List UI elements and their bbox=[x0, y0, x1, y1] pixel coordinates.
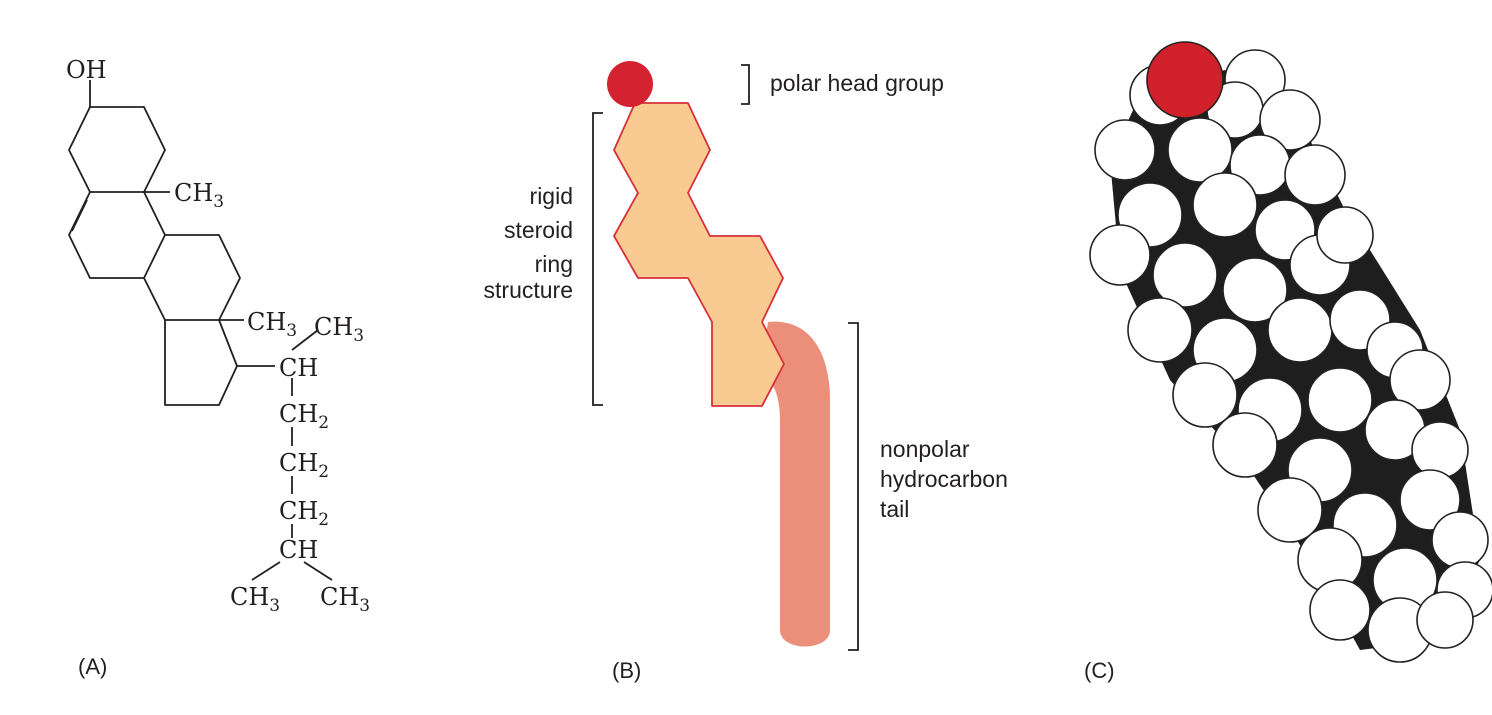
ch2-label-1: CH2 bbox=[279, 400, 329, 433]
hydrogen-atom bbox=[1431, 511, 1489, 569]
hydrogen-atom bbox=[1222, 257, 1288, 323]
ring-label-line-2: steroid bbox=[504, 217, 573, 243]
branch-bond-left bbox=[251, 561, 281, 581]
hydrogen-atom bbox=[1094, 119, 1156, 181]
hydrogen-atom bbox=[1267, 297, 1333, 363]
oxygen-atom bbox=[1146, 41, 1224, 119]
panel-b-label: (B) bbox=[612, 658, 641, 683]
polar-head-bracket bbox=[741, 64, 750, 105]
ch-label-2: CH bbox=[279, 536, 318, 564]
ring-label-line-1: rigid bbox=[530, 183, 573, 209]
angular-methyl-label: CH3 bbox=[247, 308, 297, 341]
ring-b bbox=[68, 191, 166, 279]
hydrogen-atom bbox=[1309, 579, 1371, 641]
hydrogen-atom bbox=[1152, 242, 1218, 308]
ch3-bottom-right-label: CH3 bbox=[320, 583, 370, 616]
ch2-label-3: CH2 bbox=[279, 497, 329, 530]
hydrogen-atom bbox=[1411, 421, 1469, 479]
hydrogen-atom bbox=[1284, 144, 1346, 206]
hydrogen-atom bbox=[1257, 477, 1323, 543]
hydrogen-atom bbox=[1192, 172, 1258, 238]
hydrogen-atom bbox=[1127, 297, 1193, 363]
hydrogen-atom bbox=[1089, 224, 1151, 286]
panel-c-label: (C) bbox=[1084, 658, 1115, 683]
double-bond bbox=[71, 199, 88, 232]
hydrogen-atom bbox=[1167, 117, 1233, 183]
branch-bond-right bbox=[303, 561, 333, 581]
panel-a-label: (A) bbox=[78, 654, 107, 679]
hydrogen-atom bbox=[1416, 591, 1474, 649]
ring-label-line-4: structure bbox=[484, 277, 573, 303]
ring-c bbox=[143, 234, 241, 321]
tail-label-line-1: nonpolar bbox=[880, 436, 970, 462]
ch3-bottom-left-label: CH3 bbox=[230, 583, 280, 616]
ring-bracket bbox=[592, 112, 603, 406]
hydrocarbon-tail bbox=[760, 321, 830, 647]
ring-label-line-3: ring bbox=[535, 251, 573, 277]
hydrogen-atom bbox=[1389, 349, 1451, 411]
tail-label-line-3: tail bbox=[880, 496, 909, 522]
hydrogen-atoms bbox=[1089, 49, 1492, 663]
hydrogen-atom bbox=[1172, 362, 1238, 428]
ring-methyl-label: CH3 bbox=[174, 179, 224, 212]
ch2-label-2: CH2 bbox=[279, 449, 329, 482]
hydrogen-atom bbox=[1307, 367, 1373, 433]
hydrogen-atom bbox=[1212, 412, 1278, 478]
polar-head-label: polar head group bbox=[770, 70, 944, 96]
panel-c-space-filling-model: (C) bbox=[1084, 41, 1492, 683]
ring-d bbox=[164, 319, 238, 406]
ring-a bbox=[68, 106, 166, 193]
hydrogen-atom bbox=[1399, 469, 1461, 531]
oh-label: OH bbox=[66, 56, 107, 84]
panel-b-schematic: polar head group rigid steroid ring stru… bbox=[484, 61, 1008, 683]
hydrogen-atom bbox=[1316, 206, 1374, 264]
hydrogen-atom bbox=[1259, 89, 1321, 151]
polar-head bbox=[607, 61, 653, 107]
side-methyl-label: CH3 bbox=[314, 313, 364, 346]
side-chain-methyl-bond bbox=[291, 329, 319, 351]
ch-label-1: CH bbox=[279, 354, 318, 382]
tail-label-line-2: hydrocarbon bbox=[880, 466, 1008, 492]
tail-bracket bbox=[848, 322, 859, 651]
steroid-rings bbox=[613, 102, 785, 407]
panel-a-structural-formula: OH CH3 CH3 CH3 CH CH2 CH2 CH2 CH CH3 CH3… bbox=[66, 56, 370, 679]
